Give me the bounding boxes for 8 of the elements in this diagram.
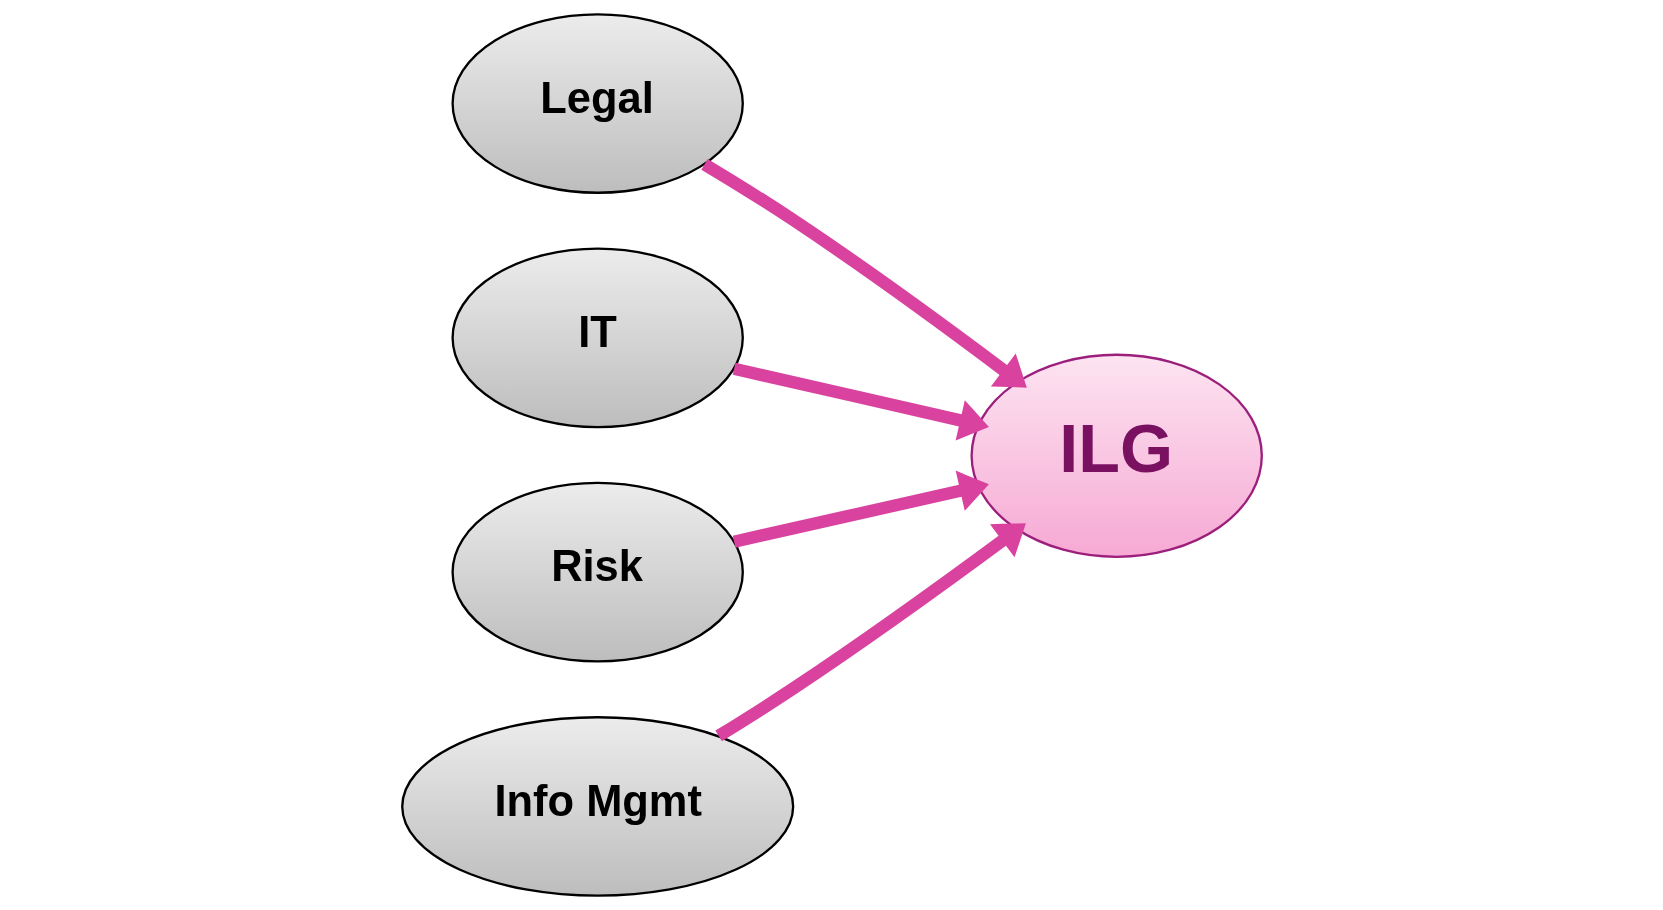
node-ellipse: Legal — [450, 13, 744, 194]
arrow — [714, 523, 1026, 742]
node-ellipse: Info Mgmt — [400, 716, 794, 897]
arrow — [732, 470, 989, 548]
node-ellipse: Risk — [450, 481, 744, 663]
arrow — [700, 159, 1027, 388]
node-ellipse: IT — [450, 247, 744, 429]
arrow — [732, 362, 989, 441]
